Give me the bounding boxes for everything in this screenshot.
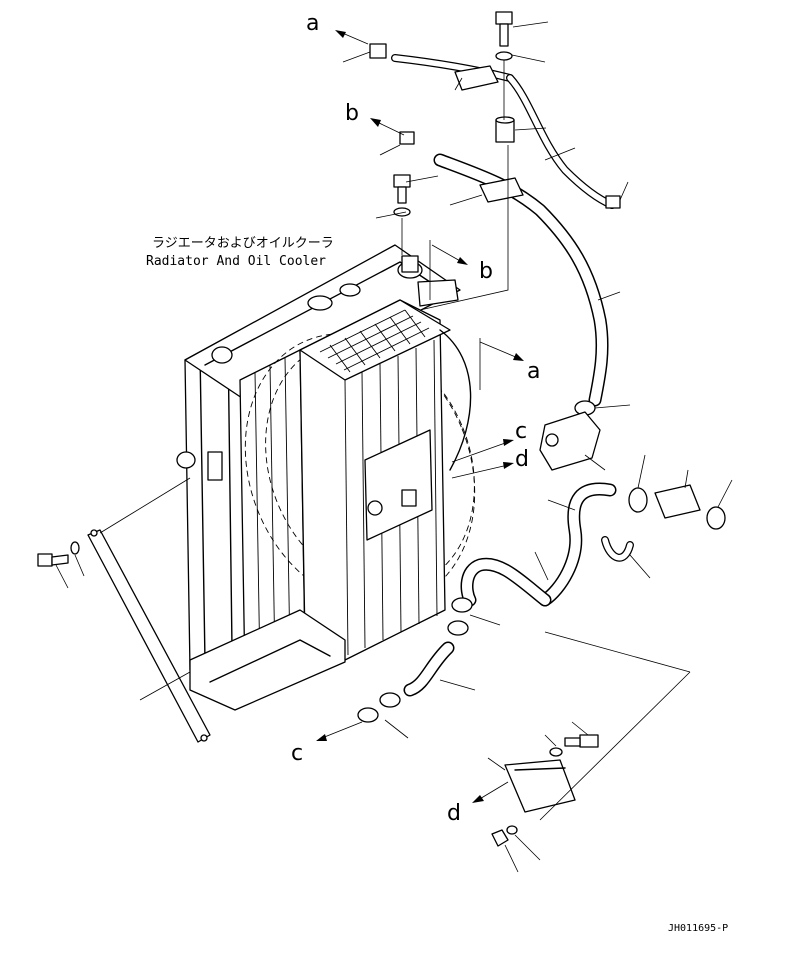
arrow-a-top <box>335 30 369 45</box>
stay-bolt <box>37 477 191 589</box>
top-bolt <box>495 11 515 143</box>
arrow-a-mid <box>479 338 524 390</box>
arrow-d-mid <box>451 462 514 479</box>
upper-hose-b <box>399 131 609 416</box>
letter-d-bottom: d <box>447 801 461 826</box>
component-label-en: Radiator And Oil Cooler <box>146 254 326 269</box>
bottom-bracket <box>491 734 599 847</box>
letter-d-mid: d <box>515 447 529 472</box>
arrow-c-bottom <box>316 721 363 741</box>
radiator-assembly <box>176 244 476 711</box>
upper-hose-a <box>369 43 621 209</box>
drawing-code: JH011695-P <box>668 923 728 934</box>
oil-cooler-grid <box>319 309 430 373</box>
arrow-d-bottom <box>472 781 509 803</box>
arrow-b-top <box>370 118 405 136</box>
lower-pipe-1 <box>460 482 617 607</box>
letter-a-top: a <box>306 11 319 36</box>
mid-bolt <box>393 174 411 217</box>
connector-hose <box>628 484 726 530</box>
component-label-jp: ラジエータおよびオイルクーラ <box>152 236 334 251</box>
thermostat-housing <box>539 411 601 471</box>
stay-rod <box>87 529 211 743</box>
letter-c-bottom: c <box>291 741 303 766</box>
leader-lines <box>139 21 733 873</box>
arrow-b-mid <box>431 244 468 265</box>
lower-pipe-2 <box>403 641 455 697</box>
arrow-c-mid <box>451 439 514 463</box>
letter-b-mid: b <box>479 259 493 284</box>
letter-b-top: b <box>345 101 359 126</box>
letter-a-mid: a <box>527 359 540 384</box>
letter-c-mid: c <box>515 419 527 444</box>
